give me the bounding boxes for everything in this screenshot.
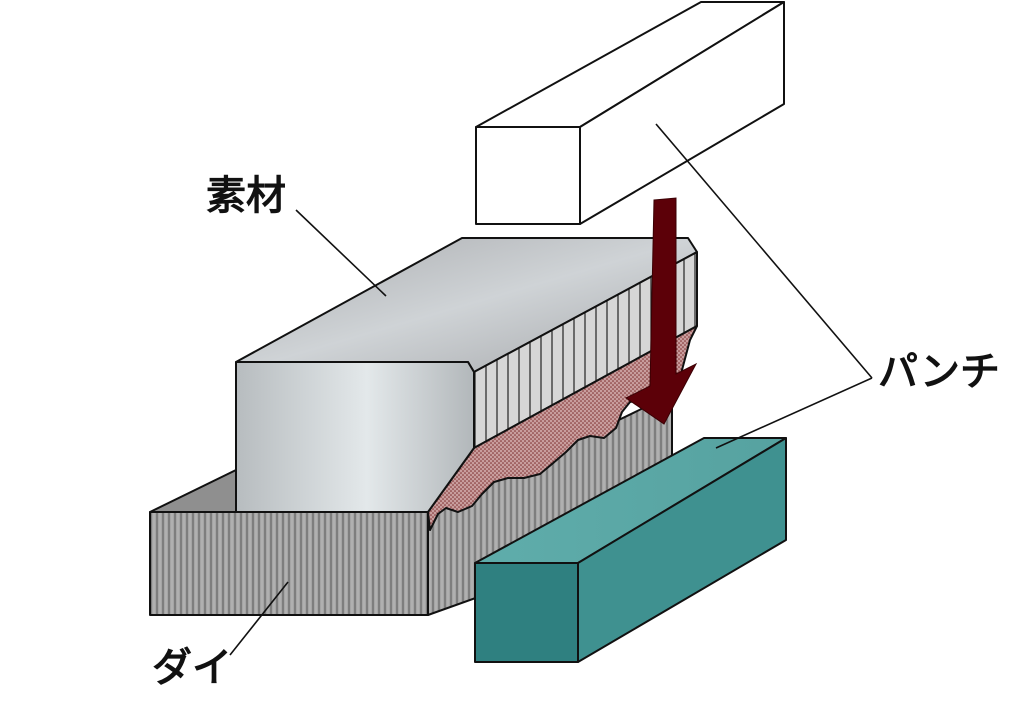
upper-punch <box>475 1 785 225</box>
die-leader-line <box>229 581 289 656</box>
upper-punch-front-face <box>475 126 581 225</box>
punch-upper-leader-line <box>655 123 873 379</box>
down-arrow-icon <box>625 197 698 425</box>
material-label: 素材 <box>206 173 286 219</box>
lower-punch-front-face <box>474 562 579 663</box>
die-block <box>149 399 673 616</box>
material-front-face <box>235 361 475 513</box>
die-front-face <box>149 511 429 616</box>
die-label: ダイ <box>152 645 232 691</box>
punch-label: パンチ <box>878 349 1000 395</box>
lower-punch <box>474 437 787 663</box>
punch-lower-leader-line <box>715 377 873 449</box>
material-leader-line <box>295 209 387 297</box>
die-top-face <box>149 469 237 513</box>
leader-lines <box>229 123 873 656</box>
material-block <box>235 237 698 531</box>
